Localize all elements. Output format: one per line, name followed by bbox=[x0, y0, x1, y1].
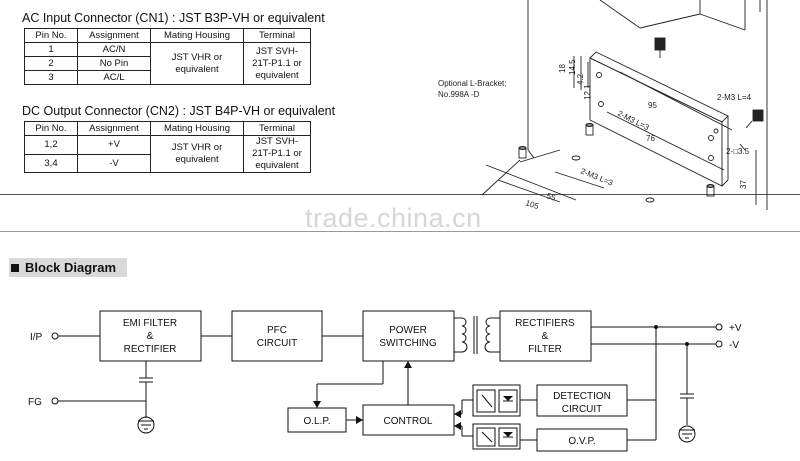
table-row: 3 AC/L bbox=[24, 70, 311, 85]
olp-label: O.L.P. bbox=[303, 416, 330, 427]
table-header-row: Pin No. Assignment Mating Housing Termin… bbox=[24, 121, 311, 136]
output-positive-label: +V bbox=[729, 323, 742, 334]
block-diagram-title: Block Diagram bbox=[9, 258, 127, 277]
assignment-cell: -V bbox=[77, 153, 151, 173]
dim-hole-3-5: 2-□3.5 bbox=[726, 147, 750, 156]
dim-12-1: 12.1 bbox=[583, 84, 592, 100]
housing-cell: JST VHR or equivalent bbox=[150, 135, 244, 173]
table-row: 2 No Pin bbox=[24, 56, 311, 71]
dim-55: 55 bbox=[545, 191, 557, 202]
col-assignment: Assignment bbox=[77, 121, 151, 136]
table-row: 1 AC/N JST VHR or equivalent JST SVH-21T… bbox=[24, 42, 311, 85]
power-switching-label: SWITCHING bbox=[379, 338, 436, 349]
bracket-part-number: No.998A -D bbox=[438, 90, 480, 99]
dim-95: 95 bbox=[648, 101, 657, 110]
dim-m3-l4: 2-M3 L=4 bbox=[717, 93, 752, 102]
table-row: 1,2 +V JST VHR or equivalent JST SVH-21T… bbox=[24, 135, 311, 173]
rectifiers-label: RECTIFIERS bbox=[515, 318, 575, 329]
dim-76: 76 bbox=[646, 134, 655, 143]
terminal-cell: JST SVH-21T-P1.1 or equivalent bbox=[243, 42, 311, 85]
emi-amp-label: & bbox=[147, 331, 154, 342]
dim-10x: 10­5 bbox=[524, 198, 540, 211]
bullet-square-icon bbox=[11, 264, 19, 272]
output-negative-label: -V bbox=[729, 340, 739, 351]
section-divider-top bbox=[0, 194, 800, 195]
filter-label: FILTER bbox=[528, 344, 562, 355]
watermark: trade.china.cn bbox=[305, 203, 482, 233]
dc-connector-heading: DC Output Connector (CN2) : JST B4P-VH o… bbox=[22, 104, 336, 118]
pfc-label: PFC bbox=[267, 325, 287, 336]
dim-14-5: 14.5 bbox=[568, 59, 577, 75]
pfc-circuit-label: CIRCUIT bbox=[257, 338, 298, 349]
dim-4-2: 4.2 bbox=[576, 73, 585, 85]
ac-connector-heading: AC Input Connector (CN1) : JST B3P-VH or… bbox=[22, 11, 325, 25]
control-label: CONTROL bbox=[384, 416, 433, 427]
dim-18: 18 bbox=[558, 64, 567, 73]
emi-rectifier-label: RECTIFIER bbox=[124, 344, 177, 355]
fg-label: FG bbox=[28, 397, 42, 408]
input-label: I/P bbox=[30, 332, 43, 343]
dim-37: 37 bbox=[739, 180, 748, 189]
section-divider-bottom bbox=[0, 231, 800, 232]
emi-filter-label: EMI FILTER bbox=[123, 318, 177, 329]
detection-label: DETECTION bbox=[553, 391, 611, 402]
terminal-cell: JST SVH-21T-P1.1 or equivalent bbox=[243, 135, 311, 173]
housing-cell: JST VHR or equivalent bbox=[150, 42, 244, 85]
table-row: 3,4 -V bbox=[24, 153, 311, 173]
detection-circuit-label: CIRCUIT bbox=[562, 404, 603, 415]
bracket-label: Optional L-Bracket: bbox=[438, 79, 506, 88]
power-label: POWER bbox=[389, 325, 427, 336]
ac-connector-table: Pin No. Assignment Mating Housing Termin… bbox=[24, 28, 311, 85]
ovp-label: O.V.P. bbox=[568, 436, 595, 447]
dc-connector-table: Pin No. Assignment Mating Housing Termin… bbox=[24, 121, 311, 173]
assignment-cell: AC/L bbox=[77, 70, 151, 85]
block-diagram-title-text: Block Diagram bbox=[25, 260, 117, 275]
rectifiers-amp-label: & bbox=[542, 331, 549, 342]
